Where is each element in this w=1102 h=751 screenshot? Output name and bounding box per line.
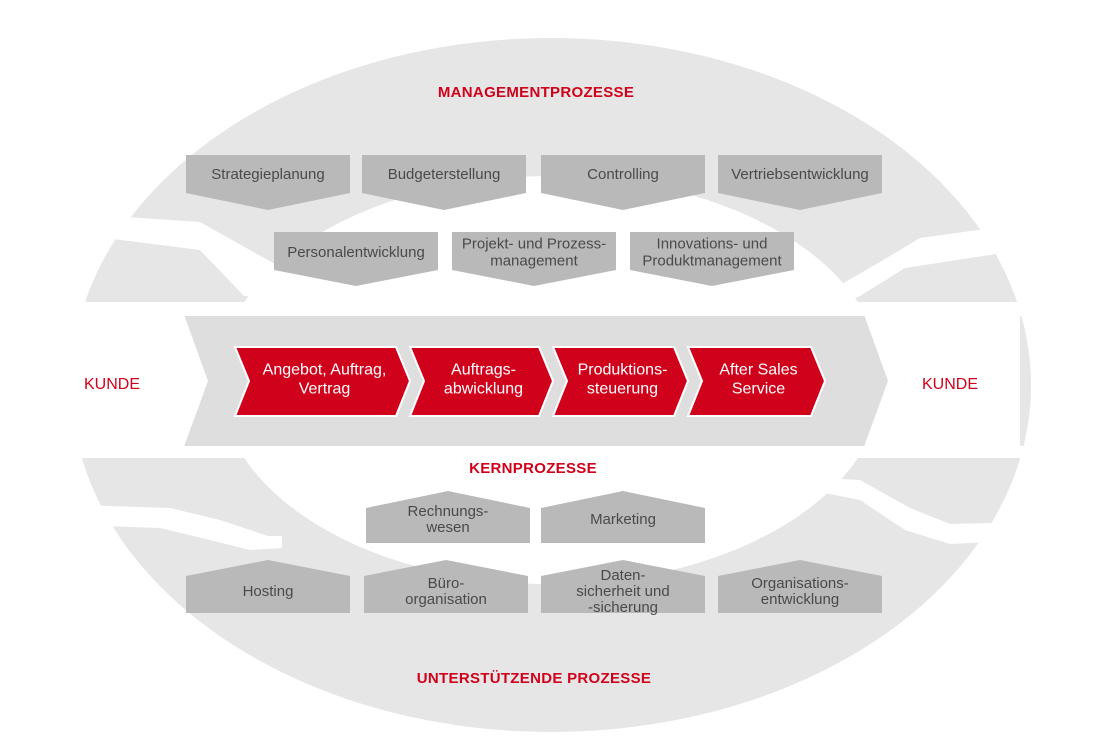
core-process-step: Produktions-steuerung [551, 346, 690, 417]
customer-right-shape [862, 309, 1020, 452]
core-process-step: Angebot, Auftrag, Vertrag [233, 346, 412, 417]
core-process-chevron [233, 346, 412, 417]
support-process-box: Daten-sicherheit und-sicherung [541, 560, 705, 616]
support-box-shape [364, 560, 528, 613]
support-box-shape [541, 491, 705, 543]
management-box-shape [541, 155, 705, 210]
management-heading: MANAGEMENTPROZESSE [438, 84, 634, 101]
support-box-label: organisation [405, 591, 487, 608]
core-process-chevron [408, 346, 555, 417]
support-box-label: sicherheit und [576, 583, 669, 600]
support-row-1: Rechnungs-wesen Marketing [366, 491, 705, 543]
band-border-top [45, 302, 1025, 316]
core-process-label: Vertrag [299, 381, 351, 398]
management-box-label: Produktmanagement [642, 253, 782, 270]
management-box-label: Vertriebsentwicklung [731, 166, 869, 183]
support-heading: UNTERSTÜTZENDE PROZESSE [417, 670, 651, 687]
management-process-box: Strategieplanung [186, 155, 350, 210]
support-box-label: Marketing [590, 511, 656, 528]
management-box-label: Strategieplanung [211, 166, 324, 183]
process-ring [71, 38, 1032, 732]
support-process-box: Hosting [186, 560, 350, 613]
management-process-box: Controlling [541, 155, 705, 210]
management-box-label: Budgeterstellung [388, 166, 501, 183]
support-process-box: Organisations-entwicklung [718, 560, 882, 613]
management-box-label: Innovations- und [657, 236, 768, 253]
core-process-label: abwicklung [444, 381, 523, 398]
core-process-label: steuerung [587, 381, 658, 398]
support-box-label: -sicherung [588, 599, 658, 616]
support-box-shape [541, 560, 705, 613]
ring-gap-top-left [80, 214, 282, 296]
support-box-label: Daten- [600, 567, 645, 584]
support-box-shape [718, 560, 882, 613]
core-process-label: Angebot, Auftrag, [263, 362, 387, 379]
core-process-step: Auftrags-abwicklung [408, 346, 555, 417]
support-process-box: Büro-organisation [364, 560, 528, 613]
customer-left-shape [45, 309, 208, 452]
management-box-label: Controlling [587, 166, 659, 183]
support-box-label: wesen [425, 519, 469, 536]
management-process-box: Personalentwicklung [274, 232, 438, 286]
support-box-label: Büro- [428, 575, 465, 592]
band-border-bottom [45, 446, 1025, 458]
management-box-shape [452, 232, 616, 286]
ring-gap-bottom-left [75, 505, 282, 550]
support-box-label: entwicklung [761, 591, 839, 608]
customer-left-label: KUNDE [84, 376, 140, 393]
management-box-shape [274, 232, 438, 286]
support-box-shape [366, 491, 530, 543]
management-box-shape [362, 155, 526, 210]
management-box-shape [186, 155, 350, 210]
core-process-chain: Angebot, Auftrag, Vertrag Auftrags-abwickl… [233, 346, 827, 417]
management-box-shape [630, 232, 794, 286]
management-box-label: Personalentwicklung [287, 244, 425, 261]
core-process-label: Produktions- [578, 362, 668, 379]
management-box-label: Projekt- und Prozess- [462, 236, 606, 253]
management-process-box: Budgeterstellung [362, 155, 526, 210]
support-box-label: Hosting [243, 583, 294, 600]
management-process-box: Projekt- und Prozess-management [452, 232, 616, 286]
support-box-label: Rechnungs- [408, 503, 489, 520]
core-heading: KERNPROZESSE [469, 460, 597, 477]
support-process-box: Rechnungs-wesen [366, 491, 530, 543]
management-row-2: Personalentwicklung Projekt- und Prozess-… [274, 232, 794, 286]
support-process-box: Marketing [541, 491, 705, 543]
core-process-label: Service [732, 381, 785, 398]
management-process-box: Vertriebsentwicklung [718, 155, 882, 210]
management-box-label: management [490, 253, 578, 270]
ring-gap-bottom-right [820, 478, 1030, 544]
customer-right-label: KUNDE [922, 376, 978, 393]
ring-gap-top-right [812, 224, 1022, 308]
core-process-chevron [686, 346, 827, 417]
core-process-label: Auftrags- [451, 362, 516, 379]
management-box-shape [718, 155, 882, 210]
core-process-label: After Sales [719, 362, 797, 379]
management-row-1: Strategieplanung Budgeterstellung Controll… [186, 155, 882, 210]
support-box-shape [186, 560, 350, 613]
core-process-chevron [551, 346, 690, 417]
support-box-label: Organisations- [751, 575, 849, 592]
